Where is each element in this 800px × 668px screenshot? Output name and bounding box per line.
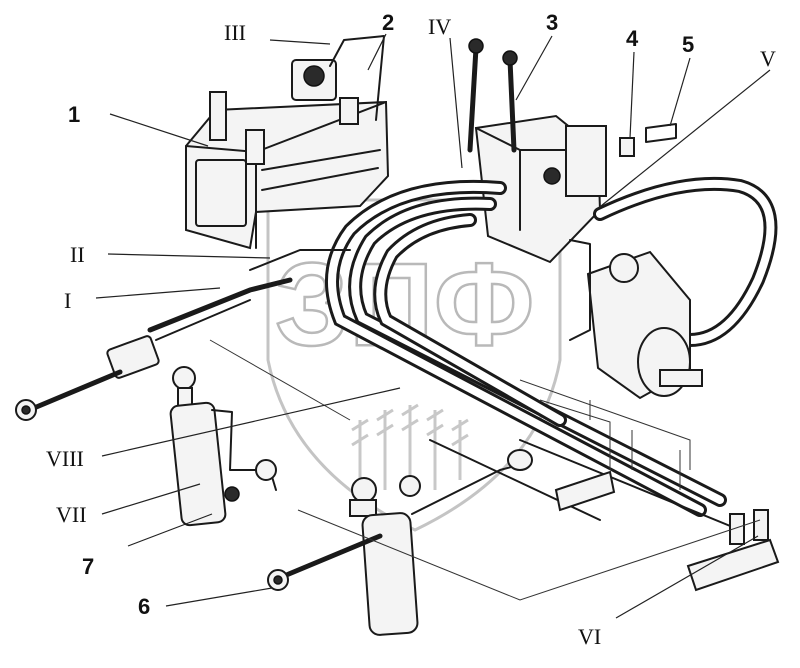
callout-i: I bbox=[64, 288, 71, 313]
callout-iii: III bbox=[224, 20, 246, 45]
callout-ii: II bbox=[70, 242, 85, 267]
hydraulic-distributor bbox=[467, 38, 677, 264]
watermark-emblem: ЗПФ bbox=[266, 198, 562, 532]
callout-6: 6 bbox=[138, 594, 150, 619]
callout-4: 4 bbox=[626, 26, 639, 51]
callout-1: 1 bbox=[68, 102, 80, 127]
callout-vii: VII bbox=[56, 502, 87, 527]
hose-bundle bbox=[147, 179, 741, 531]
coupling-bracket bbox=[209, 339, 780, 601]
exploded-view-guides bbox=[209, 339, 761, 601]
callout-v: V bbox=[760, 46, 776, 71]
oil-tank bbox=[185, 35, 390, 250]
oil-pump bbox=[569, 176, 778, 400]
callout-5: 5 bbox=[682, 32, 694, 57]
callout-7: 7 bbox=[82, 554, 94, 579]
callout-viii: VIII bbox=[46, 446, 84, 471]
callout-vi: VI bbox=[578, 624, 601, 649]
hydraulic-cylinder-6 bbox=[267, 449, 533, 636]
callout-2: 2 bbox=[382, 10, 394, 35]
callout-3: 3 bbox=[546, 10, 558, 35]
hydraulic-cylinder-7 bbox=[169, 366, 277, 527]
callout-iv: IV bbox=[428, 14, 451, 39]
leader-lines bbox=[95, 33, 771, 619]
remote-cylinder-left bbox=[15, 299, 251, 421]
